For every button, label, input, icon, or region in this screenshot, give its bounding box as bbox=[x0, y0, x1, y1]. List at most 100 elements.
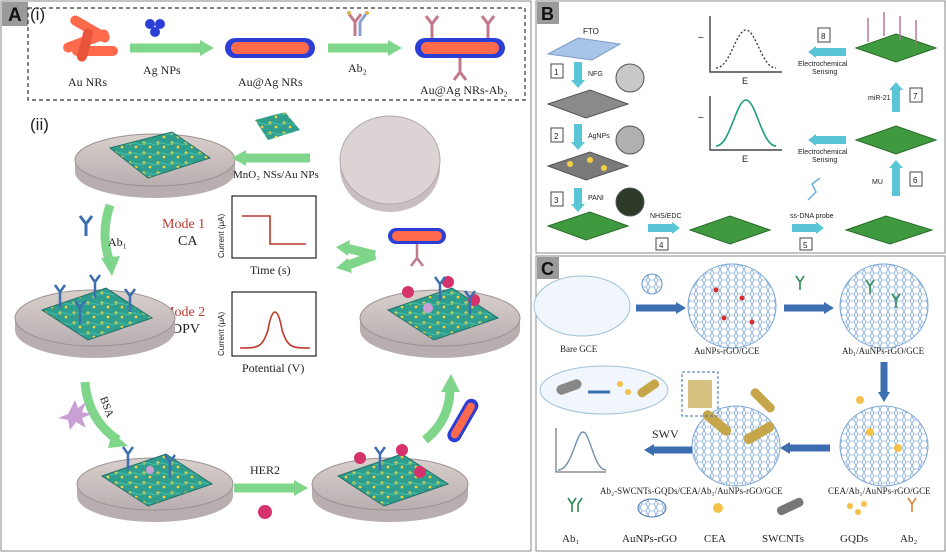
legend-aunps-rgo-icon bbox=[637, 498, 667, 518]
mode1-title: Mode 1 bbox=[162, 217, 205, 232]
aunps-rgo-gce bbox=[687, 263, 777, 349]
step-3: 3 bbox=[550, 191, 564, 207]
step-5: 5 bbox=[799, 237, 813, 251]
panel-c-label-bg bbox=[537, 257, 559, 279]
mno2-sheet-icon bbox=[255, 112, 300, 140]
pani-label: PANI bbox=[588, 195, 604, 202]
electrode-mno2-modified bbox=[74, 131, 236, 198]
v2-e-axis: E bbox=[742, 154, 748, 164]
legend-gqds: GQDs bbox=[840, 533, 868, 545]
au-ag-nrs-ab2-illustration bbox=[415, 15, 505, 81]
svg-text:2: 2 bbox=[554, 132, 559, 141]
mode1-method: CA bbox=[178, 234, 198, 249]
agnps-sem-inset bbox=[615, 125, 645, 155]
panel-a: A (i) Au NRs Ag NPs Au@Ag NRs bbox=[0, 0, 532, 552]
electrode-sandwich bbox=[359, 276, 521, 358]
panel-b-label-bg bbox=[537, 2, 559, 24]
cea-ab1-gce bbox=[839, 405, 929, 487]
mu-layer bbox=[854, 125, 938, 155]
electrode-her2-captured bbox=[311, 444, 469, 522]
legend-ab2: Ab₂ bbox=[900, 533, 917, 545]
svg-text:4: 4 bbox=[659, 241, 664, 250]
arrow-to-modes bbox=[336, 240, 377, 273]
bare-gce-label: Bare GCE bbox=[560, 344, 598, 354]
probe-prep-inset bbox=[539, 365, 669, 415]
panel-a-label-bg bbox=[2, 2, 28, 26]
probe-layer bbox=[844, 215, 934, 245]
swcnt-probe-icon bbox=[750, 388, 775, 413]
pani-sem-inset bbox=[615, 187, 645, 217]
agnps-label: AgNPs bbox=[588, 133, 610, 140]
legend: Ab₁ AuNPs-rGO CEA SWCNTs GQDs Ab₂ bbox=[562, 497, 917, 545]
electrode-bsa-blocked bbox=[76, 446, 234, 522]
swv-label: SWV bbox=[652, 427, 679, 441]
arrow-up-ab2 bbox=[422, 387, 455, 444]
bare-gce bbox=[533, 275, 631, 337]
au-ag-nr-core bbox=[231, 42, 309, 54]
panel-c: C Bare GCE AuNPs-rGO/GCE Ab₁/AuNPs-rGO/G… bbox=[533, 255, 946, 552]
pani-layer bbox=[546, 211, 630, 241]
cea-ab1-gce-label: CEA/Ab₁/AuNPs-rGO/GCE bbox=[828, 486, 931, 496]
her2-label: HER2 bbox=[250, 463, 280, 477]
mu-label: MU bbox=[872, 179, 883, 186]
mode1-ylabel: Current (μA) bbox=[217, 213, 226, 258]
mode2-ylabel: Current (μA) bbox=[217, 311, 226, 356]
fto-slide bbox=[546, 37, 622, 61]
electrode-bare bbox=[339, 115, 441, 212]
legend-aunps-rgo: AuNPs-rGO bbox=[622, 533, 677, 545]
mir21-label: miR-21 bbox=[868, 95, 891, 102]
svg-text:6: 6 bbox=[913, 176, 918, 185]
panel-a-letter: A bbox=[8, 5, 22, 26]
activated-layer bbox=[688, 215, 772, 245]
v2-dash: – bbox=[698, 112, 704, 123]
mode1-ca-plot bbox=[231, 195, 317, 259]
panel-c-letter: C bbox=[541, 259, 554, 279]
voltammogram-green bbox=[709, 96, 782, 151]
legend-cea: CEA bbox=[704, 533, 726, 545]
legend-swcnts-icon bbox=[776, 497, 804, 516]
panel-a-sub-ii: (ii) bbox=[30, 115, 49, 134]
au-ag-nrs-ab2-label: Au@Ag NRs-Ab₂ bbox=[420, 83, 508, 97]
ab1-aunps-gce-label: Ab₁/AuNPs-rGO/GCE bbox=[842, 346, 925, 356]
legend-cea-icon bbox=[713, 503, 723, 513]
ag-nps-illustration bbox=[145, 19, 165, 37]
panel-b-letter: B bbox=[541, 4, 554, 24]
step-8: 8 bbox=[817, 27, 831, 43]
ab1-aunps-rgo-gce bbox=[839, 263, 929, 349]
svg-text:7: 7 bbox=[913, 92, 918, 101]
panel-b: B FTO 1 NFG 2 AgNPs 3 PANI bbox=[535, 0, 946, 254]
mode1-xlabel: Time (s) bbox=[250, 263, 291, 277]
mode2-method: DPV bbox=[172, 322, 200, 337]
aunps-rgo-gce-label: AuNPs-rGO/GCE bbox=[694, 346, 760, 356]
her2-icon bbox=[258, 505, 272, 519]
dna-probe-icon bbox=[807, 177, 821, 201]
au-ag-nr-probe bbox=[388, 228, 446, 267]
ab1-label: Ab₁ bbox=[108, 235, 127, 249]
legend-ab1-icon bbox=[567, 497, 583, 512]
au-ag-nrs-label: Au@Ag NRs bbox=[238, 75, 303, 89]
arrow-ab1 bbox=[100, 203, 115, 264]
step-1: 1 bbox=[550, 63, 564, 79]
svg-text:8: 8 bbox=[821, 32, 826, 41]
final-electrode-label: Ab₂-SWCNTs-GQDs/CEA/Ab₁/AuNPs-rGO/GCE bbox=[600, 486, 783, 496]
ag-nps-label: Ag NPs bbox=[143, 63, 181, 77]
v1-dash: – bbox=[698, 32, 704, 43]
svg-text:5: 5 bbox=[803, 241, 808, 250]
legend-swcnts: SWCNTs bbox=[762, 533, 804, 545]
legend-ab2-icon bbox=[907, 497, 917, 512]
electrode-ab1 bbox=[14, 274, 176, 358]
ab1-antibody-icon bbox=[78, 215, 94, 236]
swv-plot bbox=[555, 428, 607, 473]
fto-label: FTO bbox=[583, 27, 599, 36]
synthesis-dashed-box bbox=[27, 7, 526, 101]
svg-text:1: 1 bbox=[554, 68, 559, 77]
ab1-icon-c bbox=[795, 275, 805, 290]
nhs-edc-label: NHS/EDC bbox=[650, 213, 682, 220]
v1-e-axis: E bbox=[742, 76, 748, 86]
cea-icon-c bbox=[856, 396, 864, 404]
ab2-label: Ab₂ bbox=[348, 61, 367, 75]
mno2-label: MnO₂ NSs/Au NPs bbox=[233, 169, 319, 181]
nfg-sem-inset bbox=[615, 63, 645, 93]
ss-dna-label: ss-DNA probe bbox=[790, 213, 834, 220]
es2-line2: Sensing bbox=[812, 157, 837, 164]
